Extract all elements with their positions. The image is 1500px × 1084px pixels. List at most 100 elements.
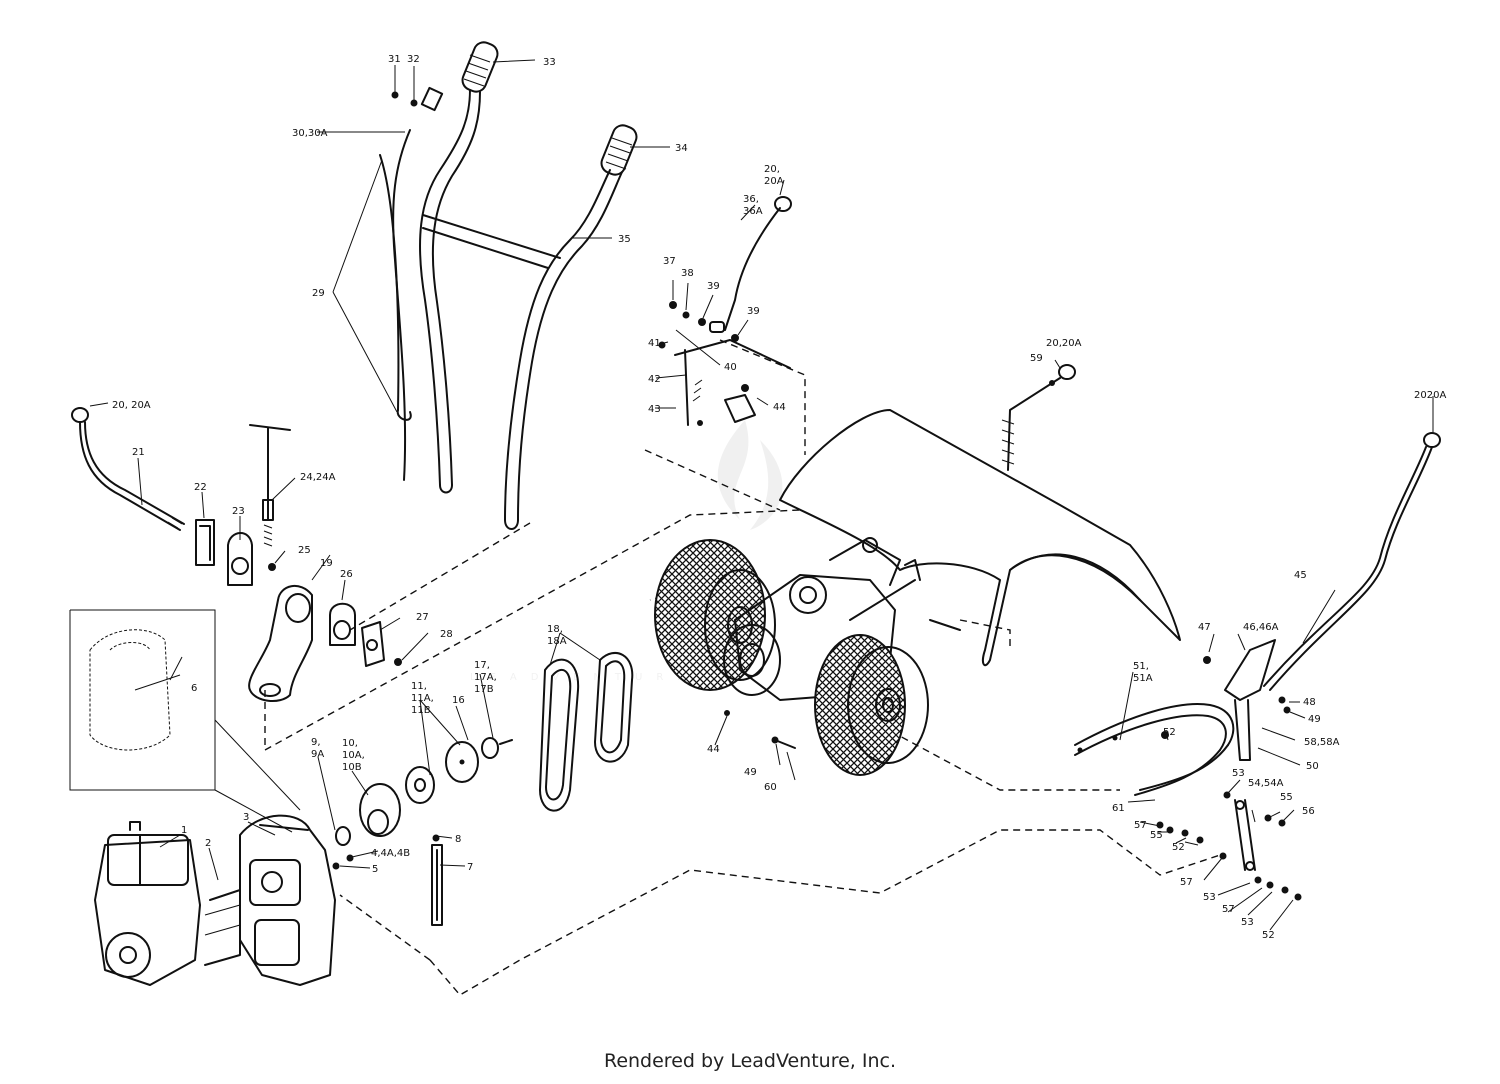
callout-44a: 44: [773, 402, 786, 413]
callout-10-line1: 10,: [342, 738, 358, 749]
callout-30: 30,30A: [292, 128, 328, 139]
callout-20b-line1: 20,: [764, 164, 780, 175]
shift-housing-19: [248, 585, 313, 702]
callout-1: 1: [181, 825, 187, 836]
tine-shield: [779, 409, 1181, 667]
callout-52a: 52: [1163, 727, 1176, 738]
callout-49a: 49: [1308, 714, 1321, 725]
callout-38: 38: [681, 268, 694, 279]
wheel-rear: [654, 539, 776, 691]
callout-55a: 55: [1280, 792, 1293, 803]
callout-24: 24,24A: [300, 472, 336, 483]
small-hardware-left: [268, 91, 418, 666]
callout-54: 54,54A: [1248, 778, 1284, 789]
leader-lines: [89, 59, 1434, 931]
callout-40: 40: [724, 362, 737, 373]
callout-47: 47: [1198, 622, 1211, 633]
callout-56: 56: [1302, 806, 1315, 817]
callout-29: 29: [312, 288, 325, 299]
callout-17-line2: 17A,: [474, 672, 497, 683]
callout-7: 7: [467, 862, 473, 873]
callout-61: 61: [1112, 803, 1125, 814]
callout-45: 45: [1294, 570, 1307, 581]
callout-58: 58,58A: [1304, 737, 1340, 748]
handle-grip-left: [461, 41, 499, 93]
drive-belts: [539, 651, 634, 812]
handle-bars: [419, 89, 623, 530]
callout-18-line2: 18A: [547, 636, 567, 647]
assembly-dashed-lines: [264, 339, 1221, 996]
small-hardware-right: [1156, 656, 1302, 901]
callout-36-line1: 36,: [743, 194, 759, 205]
hitch-link-53: [1234, 799, 1256, 871]
callout-21: 21: [132, 447, 145, 458]
callout-5: 5: [372, 864, 378, 875]
exploded-parts-diagram: LEADVENTURE: [69, 41, 1446, 996]
hitch-51: [1074, 703, 1235, 796]
bracket-22: [195, 519, 215, 566]
callout-44b: 44: [707, 744, 720, 755]
callout-10-line3: 10B: [342, 762, 362, 773]
callout-59: 59: [1030, 353, 1043, 364]
callout-19: 19: [320, 558, 333, 569]
callout-8: 8: [455, 834, 461, 845]
callout-3: 3: [243, 812, 249, 823]
callout-27: 27: [416, 612, 429, 623]
callout-22: 22: [194, 482, 207, 493]
callout-36-line2: 36A: [743, 206, 763, 217]
callout-35: 35: [618, 234, 631, 245]
callout-26: 26: [340, 569, 353, 580]
callout-53b: 53: [1203, 892, 1216, 903]
callout-60: 60: [764, 782, 777, 793]
callout-43: 43: [648, 404, 661, 415]
callout-11-line2: 11A,: [411, 693, 434, 704]
callout-51-line1: 51,: [1133, 661, 1149, 672]
bracket-26: [329, 602, 356, 646]
callout-20b-line2: 20A: [764, 176, 784, 187]
callout-39: 39: [707, 281, 720, 292]
callout-17-line3: 17B: [474, 684, 494, 695]
callout-48: 48: [1303, 697, 1316, 708]
bushing-27: [361, 621, 385, 667]
callout-4: 4,4A,4B: [371, 848, 410, 859]
callout-34: 34: [675, 143, 688, 154]
callout-18-line1: 18,: [547, 624, 563, 635]
callout-17-line1: 17,: [474, 660, 490, 671]
callout-57c: 57: [1222, 904, 1235, 915]
callout-33: 33: [543, 57, 556, 68]
callout-25: 25: [298, 545, 311, 556]
callout-49b: 49: [744, 767, 757, 778]
shift-lever: [71, 407, 185, 531]
callout-53a: 53: [1232, 768, 1245, 779]
watermark-text: LEADVENTURE: [470, 672, 698, 683]
callout-11-line3: 11B: [411, 705, 431, 716]
callout-39b: 39: [747, 306, 760, 317]
depth-rod: [1001, 364, 1076, 471]
callout-16: 16: [452, 695, 465, 706]
callout-53c: 53: [1241, 917, 1254, 928]
callout-52c: 52: [1262, 930, 1275, 941]
depth-stake: [1263, 432, 1441, 691]
callout-41: 41: [648, 338, 661, 349]
footer-credit: Rendered by LeadVenture, Inc.: [603, 1050, 897, 1072]
engine-inset: [69, 609, 301, 833]
callout-51-line2: 51A: [1133, 673, 1153, 684]
bracket-46: [1224, 639, 1276, 761]
control-cable: [379, 86, 444, 481]
callout-20a: 20, 20A: [112, 400, 151, 411]
control-lever-36: [674, 196, 792, 426]
callout-57b: 57: [1180, 877, 1193, 888]
callout-23: 23: [232, 506, 245, 517]
callout-10-line2: 10A,: [342, 750, 365, 761]
callout-9-line2: 9A: [311, 749, 324, 760]
callout-55b: 55: [1150, 830, 1163, 841]
handle-grip-right: [600, 124, 638, 176]
callout-32: 32: [407, 54, 420, 65]
callout-42: 42: [648, 374, 661, 385]
callout-20d: 2020A: [1414, 390, 1446, 401]
callout-6: 6: [191, 683, 197, 694]
watermark-flame-logo: [717, 420, 783, 530]
callout-2: 2: [205, 838, 211, 849]
callout-31: 31: [388, 54, 401, 65]
wheel-front: [814, 634, 929, 776]
